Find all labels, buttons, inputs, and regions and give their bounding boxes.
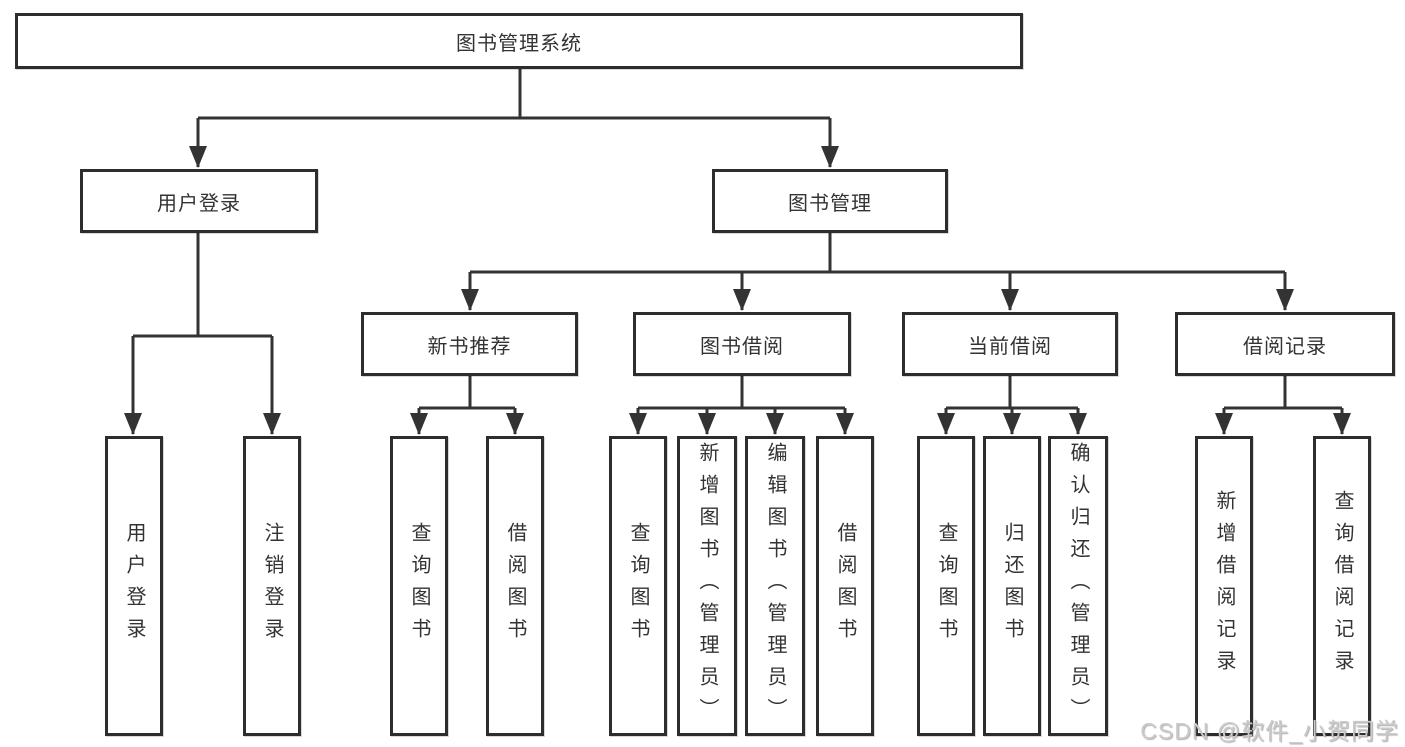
leaf-logout: 注销登录: [243, 436, 301, 736]
node-borrowing-records-label: 借阅记录: [1243, 335, 1327, 358]
leaf-query-books-borrow: 查询图书: [609, 436, 667, 736]
leaf-edit-books-admin-label: 编辑图书（管理员）: [764, 442, 786, 730]
leaf-query-borrow-record: 查询借阅记录: [1313, 436, 1371, 736]
csdn-watermark: CSDN @软件_小贺同学: [1140, 718, 1399, 744]
node-book-borrowing: 图书借阅: [633, 312, 851, 376]
leaf-query-books-recommend: 查询图书: [390, 436, 448, 736]
node-root: 图书管理系统: [15, 13, 1023, 69]
leaf-add-borrow-record: 新增借阅记录: [1195, 436, 1253, 736]
node-user-login-group-label: 用户登录: [157, 192, 241, 215]
leaf-user-login: 用户登录: [105, 436, 163, 736]
leaf-confirm-return-admin: 确认归还（管理员）: [1048, 436, 1108, 736]
leaf-query-books-current-label: 查询图书: [935, 522, 957, 650]
leaf-add-borrow-record-label: 新增借阅记录: [1213, 490, 1235, 682]
node-new-book-recommend-label: 新书推荐: [427, 335, 512, 358]
leaf-add-books-admin: 新增图书（管理员）: [677, 436, 737, 736]
leaf-query-books-borrow-label: 查询图书: [627, 522, 649, 650]
leaf-user-login-label: 用户登录: [123, 522, 145, 650]
node-new-book-recommend: 新书推荐: [361, 312, 578, 376]
leaf-logout-label: 注销登录: [261, 522, 283, 650]
node-book-borrowing-label: 图书借阅: [700, 335, 784, 358]
node-current-borrowing: 当前借阅: [902, 312, 1118, 376]
leaf-borrow-books-label: 借阅图书: [834, 522, 856, 650]
leaf-return-books: 归还图书: [983, 436, 1041, 736]
node-book-management: 图书管理: [712, 169, 948, 233]
leaf-confirm-return-admin-label: 确认归还（管理员）: [1067, 442, 1089, 730]
node-borrowing-records: 借阅记录: [1175, 312, 1395, 376]
leaf-borrow-books-recommend: 借阅图书: [486, 436, 544, 736]
node-book-management-label: 图书管理: [788, 192, 872, 215]
node-current-borrowing-label: 当前借阅: [968, 335, 1052, 358]
leaf-return-books-label: 归还图书: [1001, 522, 1023, 650]
leaf-borrow-books-recommend-label: 借阅图书: [504, 522, 526, 650]
node-user-login-group: 用户登录: [80, 169, 318, 233]
node-root-label: 图书管理系统: [456, 32, 582, 55]
leaf-query-borrow-record-label: 查询借阅记录: [1331, 490, 1353, 682]
leaf-add-books-admin-label: 新增图书（管理员）: [696, 442, 718, 730]
leaf-query-books-current: 查询图书: [917, 436, 975, 736]
leaf-query-books-recommend-label: 查询图书: [408, 522, 430, 650]
leaf-edit-books-admin: 编辑图书（管理员）: [745, 436, 805, 736]
leaf-borrow-books: 借阅图书: [816, 436, 874, 736]
